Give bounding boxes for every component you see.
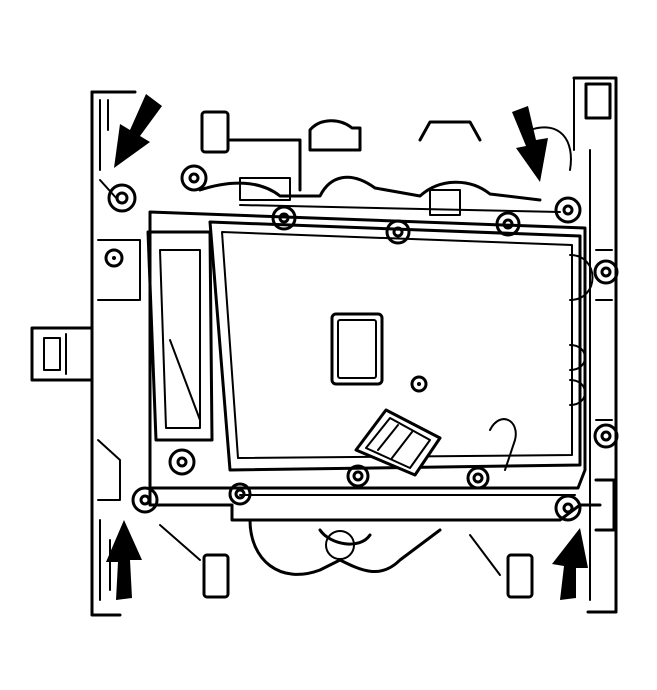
side-connector (30, 326, 94, 382)
arrow-bottom-left (106, 520, 142, 600)
upper-block-features (200, 110, 572, 216)
bolt-lower-right (554, 494, 582, 522)
callout-arrows (106, 94, 588, 600)
engine-block-left (90, 90, 141, 617)
arrow-top-left (114, 94, 162, 168)
bolt-bosses (104, 164, 619, 522)
bolt-lower-left (131, 486, 159, 514)
bolt-upper-left (107, 183, 137, 213)
lower-block-features (159, 518, 534, 599)
arrow-bottom-right (552, 528, 588, 600)
arrow-top-right (512, 106, 548, 182)
oil-filter-adapter (354, 408, 442, 477)
engine-block-right (572, 76, 618, 614)
bolt-upper-right (554, 196, 582, 224)
oil-pan-body (146, 175, 602, 522)
